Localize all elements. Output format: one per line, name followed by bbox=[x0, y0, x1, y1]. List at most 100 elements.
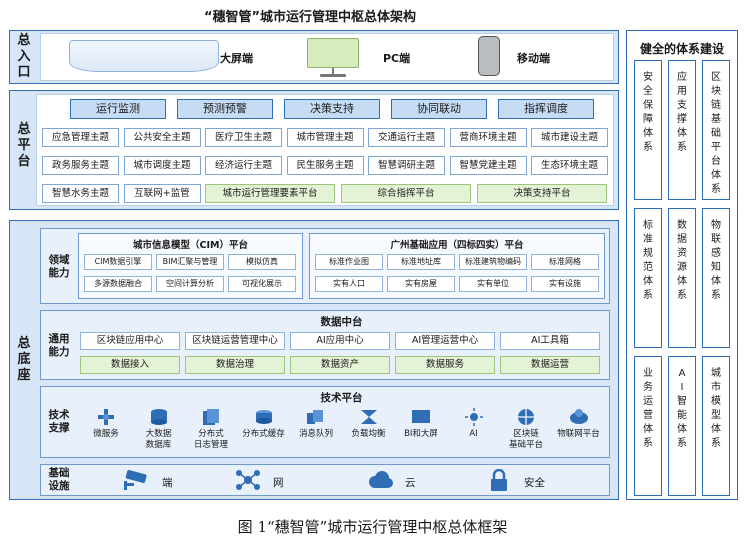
data-platform-green-cell: 数据治理 bbox=[185, 356, 285, 374]
platform-tab: 决策支持 bbox=[284, 99, 380, 119]
platform-tab: 运行监测 bbox=[70, 99, 166, 119]
general-capability-label: 通用能力 bbox=[48, 333, 70, 358]
blockchain-icon bbox=[515, 408, 537, 426]
platform-green-topic: 决策支持平台 bbox=[477, 184, 607, 203]
data-platform-cell: 区块链应用中心 bbox=[80, 332, 180, 350]
platform-topic: 城市管理主题 bbox=[286, 128, 364, 147]
cim-cell: 可视化展示 bbox=[228, 276, 296, 292]
tech-item: 大数据数据库 bbox=[129, 408, 189, 451]
system-box: 数据资源体系 bbox=[668, 208, 696, 348]
network-icon bbox=[233, 469, 263, 491]
platform-topic: 城市调度主题 bbox=[123, 156, 201, 175]
base-label-text: 总底座 bbox=[17, 336, 31, 383]
entry-label: 总入口 bbox=[16, 33, 32, 81]
tech-platform-title: 技术平台 bbox=[320, 392, 363, 404]
system-box: 物联感知体系 bbox=[702, 208, 730, 348]
figure-caption: 图 1“穗智管”城市运行管理中枢总体框架 bbox=[237, 518, 508, 536]
system-box: 标准规范体系 bbox=[634, 208, 662, 348]
data-platform-green-cell: 数据服务 bbox=[395, 356, 495, 374]
platform-topic: 营商环境主题 bbox=[449, 128, 527, 147]
cim-cell: 空间计算分析 bbox=[156, 276, 224, 292]
platform-green-topic: 城市运行管理要素平台 bbox=[205, 184, 335, 203]
tech-item-label: 分布式日志管理 bbox=[193, 429, 228, 450]
tech-item: 负载均衡 bbox=[339, 408, 399, 440]
gz-cell: 实有房屋 bbox=[387, 276, 455, 292]
system-box: 区块链基础平台体系 bbox=[702, 60, 730, 200]
cim-cell: BIM汇聚与管理 bbox=[156, 254, 224, 270]
platform-label-text: 总平台 bbox=[17, 122, 31, 169]
system-box: 业务运营体系 bbox=[634, 356, 662, 496]
gz-platform-title: 广州基础应用（四标四实）平台 bbox=[390, 240, 524, 251]
platform-topic: 应急管理主题 bbox=[42, 128, 119, 147]
tech-item-label: BI和大屏 bbox=[404, 429, 438, 439]
iot-icon bbox=[568, 408, 590, 426]
data-platform-green-cell: 数据资产 bbox=[290, 356, 390, 374]
diagram-title: “穗智管”城市运行管理中枢总体架构 bbox=[203, 10, 417, 25]
tech-item-label: 负载均衡 bbox=[351, 429, 386, 439]
infrastructure-item-label: 云 bbox=[405, 477, 416, 489]
tech-item: 消息队列 bbox=[286, 408, 346, 440]
tech-item: 区块链基础平台 bbox=[496, 408, 556, 451]
lock-icon bbox=[484, 468, 514, 491]
domain-capability-label: 领域能力 bbox=[48, 254, 70, 279]
database-icon bbox=[148, 408, 170, 426]
entry-label-text: 总入口 bbox=[17, 33, 31, 80]
platform-topic: 智慧水务主题 bbox=[42, 184, 119, 203]
ai-icon bbox=[463, 408, 485, 426]
platform-topic: 政务服务主题 bbox=[42, 156, 119, 175]
platform-topic: 城市建设主题 bbox=[531, 128, 608, 147]
tech-support bbox=[40, 386, 610, 458]
gz-cell: 标准建筑物编码 bbox=[459, 254, 527, 270]
tech-item-label: 大数据数据库 bbox=[145, 429, 172, 450]
platform-topic: 生态环境主题 bbox=[531, 156, 608, 175]
gz-cell: 标准作业图 bbox=[315, 254, 383, 270]
platform-topic: 交通运行主题 bbox=[368, 128, 445, 147]
tech-item-label: 消息队列 bbox=[298, 429, 333, 439]
data-platform-cell: 区块链运营管理中心 bbox=[185, 332, 285, 350]
platform-topic: 公共安全主题 bbox=[123, 128, 201, 147]
infrastructure-item-label: 网 bbox=[273, 477, 284, 489]
tech-item: 物联网平台 bbox=[549, 408, 609, 440]
platform-label: 总平台 bbox=[16, 122, 32, 170]
platform-tab: 预测预警 bbox=[177, 99, 273, 119]
platform-topic: 经济运行主题 bbox=[205, 156, 282, 175]
platform-tab: 指挥调度 bbox=[498, 99, 594, 119]
microservice-icon bbox=[95, 408, 117, 426]
tech-item-label: 分布式缓存 bbox=[242, 429, 285, 439]
data-platform-green-cell: 数据运营 bbox=[500, 356, 600, 374]
tech-item-label: 物联网平台 bbox=[557, 429, 600, 439]
cloud-icon bbox=[365, 469, 395, 491]
load-balance-icon bbox=[358, 408, 380, 426]
system-box: 城市模型体系 bbox=[702, 356, 730, 496]
system-box: 应用支撑体系 bbox=[668, 60, 696, 200]
tech-item: 分布式日志管理 bbox=[181, 408, 241, 451]
cache-icon bbox=[253, 408, 275, 426]
system-box: 安全保障体系 bbox=[634, 60, 662, 200]
tech-item-label: AI bbox=[469, 429, 478, 439]
cim-cell: CIM数据引擎 bbox=[84, 254, 152, 270]
platform-topic: 医疗卫生主题 bbox=[205, 128, 282, 147]
tech-item: 微服务 bbox=[76, 408, 136, 440]
gz-cell: 实有单位 bbox=[459, 276, 527, 292]
monitor-icon bbox=[307, 38, 359, 77]
infrastructure-item-label: 端 bbox=[162, 477, 173, 489]
data-middle-platform-title: 数据中台 bbox=[320, 316, 363, 328]
entry-item-large-screen: 大屏端 bbox=[220, 52, 253, 65]
data-platform-cell: AI工具箱 bbox=[500, 332, 600, 350]
data-platform-green-cell: 数据接入 bbox=[80, 356, 180, 374]
tech-item: AI bbox=[444, 408, 504, 440]
cim-cell: 多源数据融合 bbox=[84, 276, 152, 292]
camera-icon bbox=[122, 469, 152, 491]
message-queue-icon bbox=[305, 408, 327, 426]
platform-topic: 智慧调研主题 bbox=[368, 156, 445, 175]
platform-tab: 协同联动 bbox=[391, 99, 487, 119]
base-label: 总底座 bbox=[16, 336, 32, 384]
large-screen-icon bbox=[69, 40, 219, 72]
gz-cell: 实有人口 bbox=[315, 276, 383, 292]
tech-item-label: 微服务 bbox=[93, 429, 119, 439]
platform-green-topic: 综合指挥平台 bbox=[341, 184, 471, 203]
mobile-icon bbox=[478, 36, 500, 76]
data-platform-cell: AI应用中心 bbox=[290, 332, 390, 350]
cim-platform-title: 城市信息模型（CIM）平台 bbox=[133, 240, 248, 251]
